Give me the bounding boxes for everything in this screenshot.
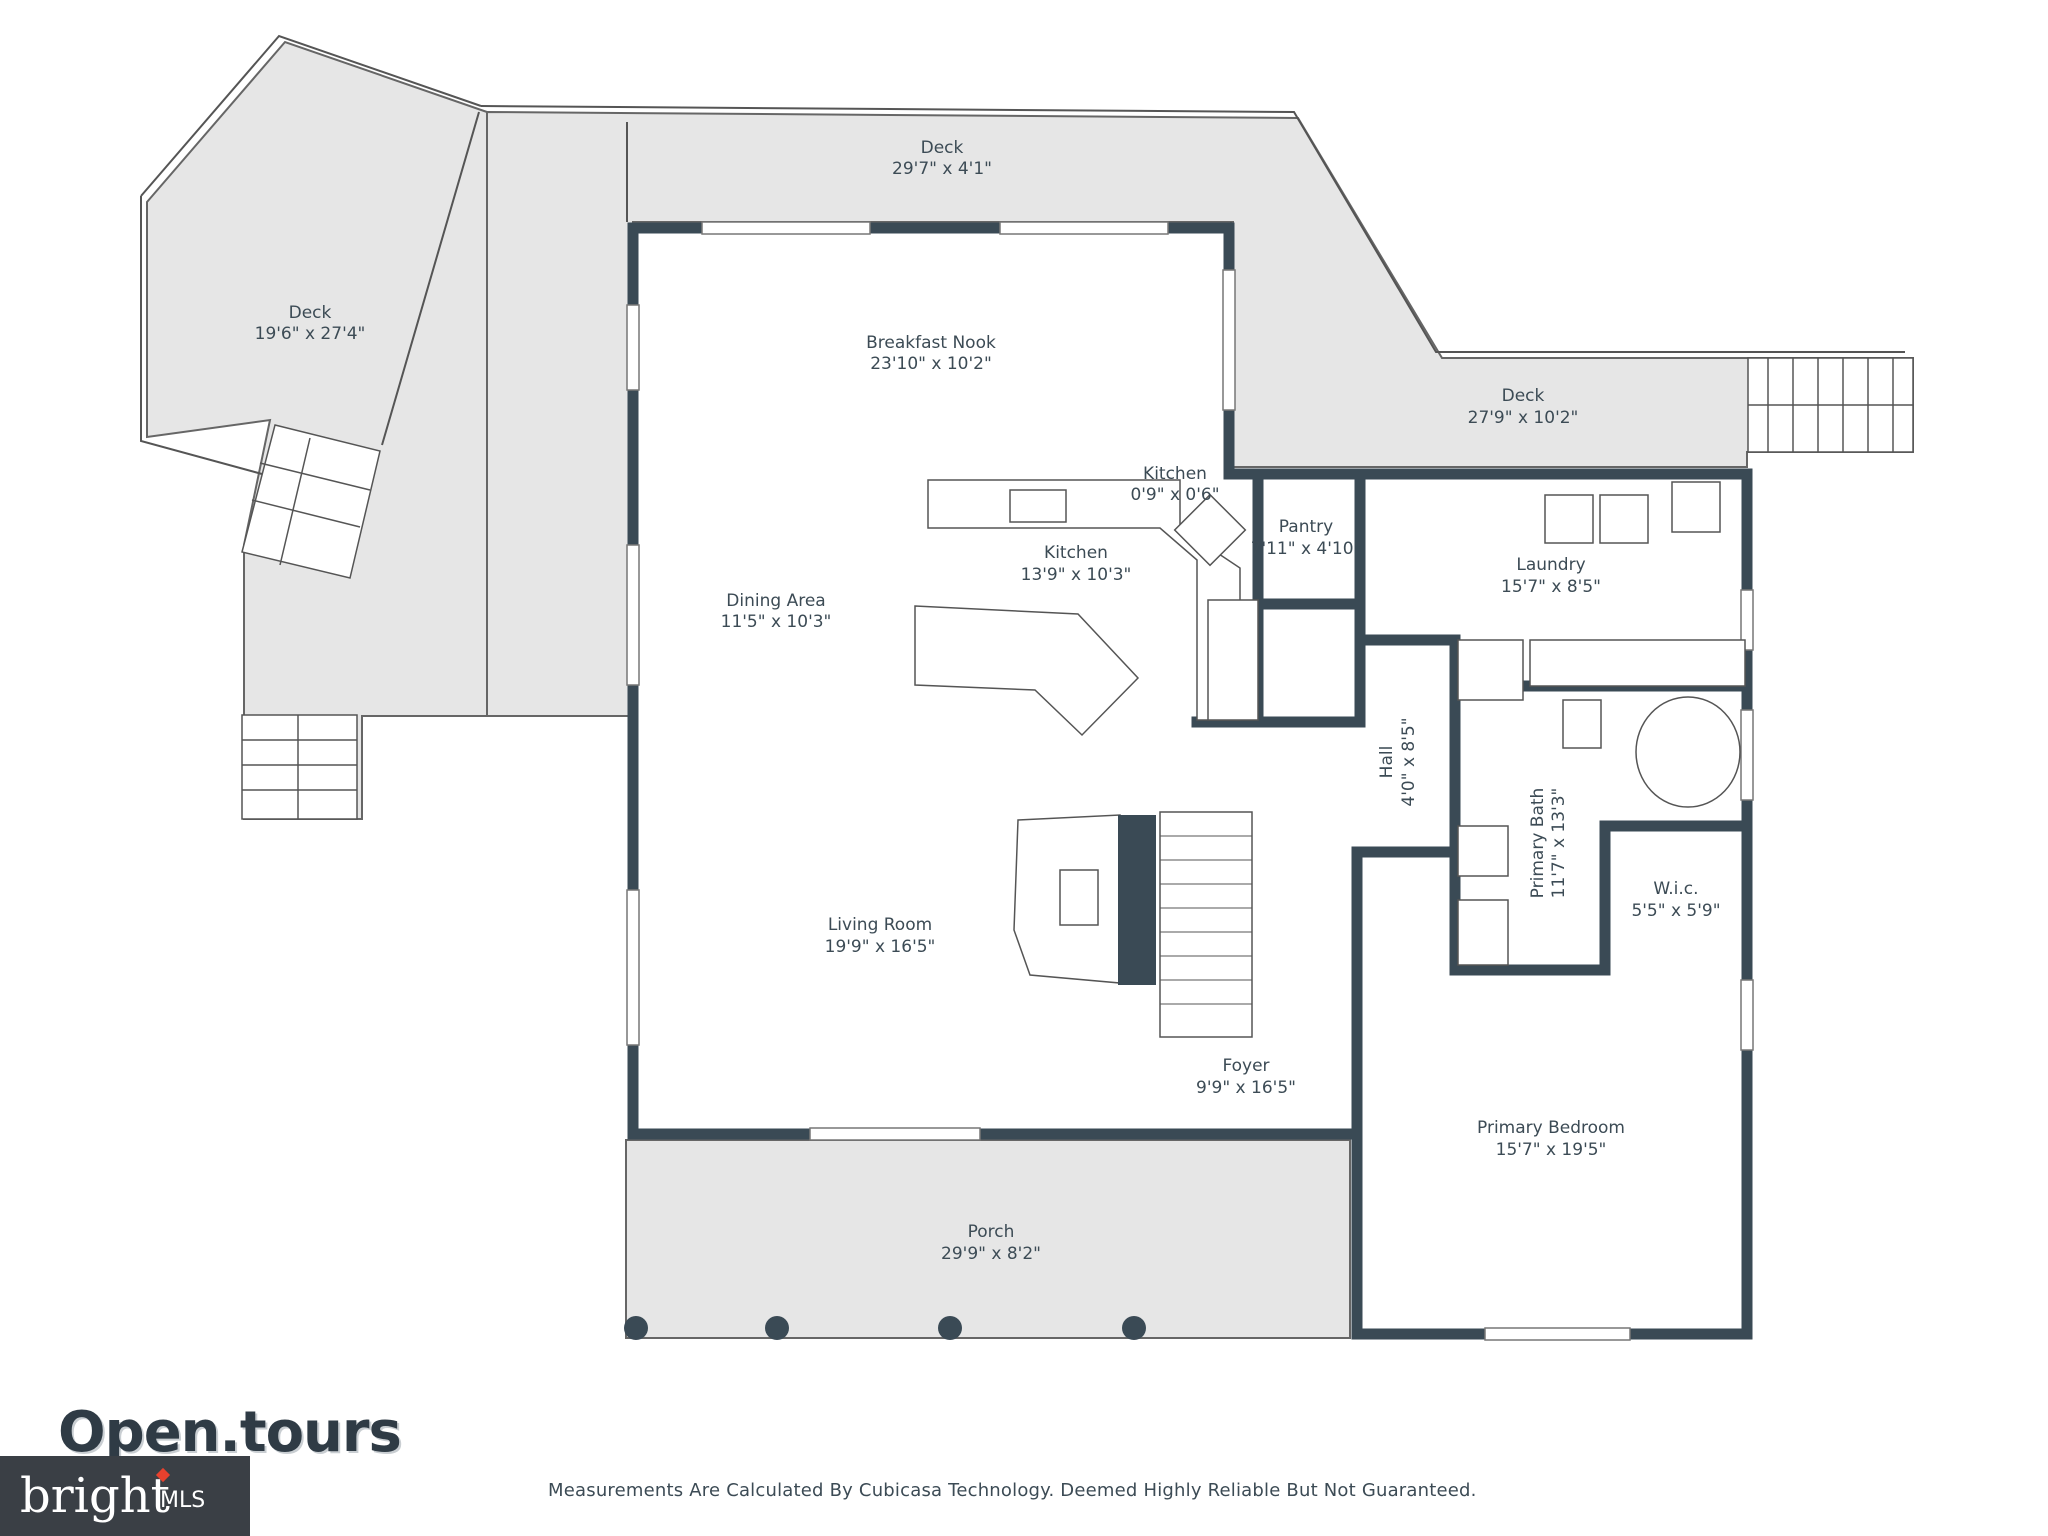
bright-logo-text: bright	[20, 1468, 170, 1524]
deck-left-shape	[146, 40, 488, 820]
label-deck-right-dim: 27'9" x 10'2"	[1468, 408, 1579, 428]
label-laundry-name: Laundry	[1516, 555, 1585, 575]
label-pantry-dim: 7'11" x 4'10"	[1251, 539, 1362, 559]
label-deck-top-name: Deck	[921, 138, 964, 158]
stair-left-lower	[241, 714, 358, 820]
measurement-disclaimer: Measurements Are Calculated By Cubicasa …	[548, 1480, 1477, 1501]
porch-posts	[624, 1316, 1146, 1340]
label-living-room-dim: 19'9" x 16'5"	[825, 937, 936, 957]
main-stairs	[1159, 811, 1253, 1038]
label-primary-bath-dim: 11'7" x 13'3"	[1549, 788, 1569, 899]
bath-fixtures	[1457, 481, 1746, 966]
label-primary-bath-name: Primary Bath	[1528, 788, 1548, 899]
label-laundry-dim: 15'7" x 8'5"	[1501, 577, 1601, 597]
label-kitchen-small-name: Kitchen	[1143, 464, 1207, 484]
label-primary-bedroom-name: Primary Bedroom	[1477, 1118, 1625, 1138]
label-porch-name: Porch	[968, 1222, 1015, 1242]
label-living-room-name: Living Room	[828, 915, 932, 935]
label-kitchen-dim: 13'9" x 10'3"	[1021, 565, 1132, 585]
label-foyer-name: Foyer	[1222, 1056, 1269, 1076]
label-breakfast-nook-dim: 23'10" x 10'2"	[870, 354, 992, 374]
label-deck-top-dim: 29'7" x 4'1"	[892, 159, 992, 179]
label-kitchen-name: Kitchen	[1044, 543, 1108, 563]
kitchen-island	[914, 605, 1140, 737]
label-deck-right-name: Deck	[1502, 386, 1545, 406]
windows	[626, 221, 1754, 1341]
label-hall-dim: 4'0" x 8'5"	[1399, 717, 1419, 806]
label-deck-left-name: Deck	[289, 303, 332, 323]
label-wic-name: W.i.c.	[1653, 879, 1698, 899]
label-pantry-name: Pantry	[1279, 517, 1333, 537]
room-labels: Deck 29'7" x 4'1" Deck 19'6" x 27'4" Dec…	[255, 138, 1721, 1264]
label-dining-name: Dining Area	[726, 591, 825, 611]
label-kitchen-small-dim: 0'9" x 0'6"	[1130, 485, 1219, 505]
stair-left-upper	[241, 424, 381, 579]
deck-stairs	[241, 357, 1914, 820]
bathtub	[1635, 696, 1741, 808]
label-porch-dim: 29'9" x 8'2"	[941, 1244, 1041, 1264]
kitchen-fixtures	[914, 479, 1259, 737]
label-primary-bedroom-dim: 15'7" x 19'5"	[1496, 1140, 1607, 1160]
wall-pantry	[1252, 468, 1366, 728]
label-wic-dim: 5'5" x 5'9"	[1631, 901, 1720, 921]
mls-logo-text: MLS	[160, 1488, 206, 1513]
wall-hall	[1354, 634, 1576, 976]
porch-shape	[625, 1139, 1351, 1339]
label-dining-dim: 11'5" x 10'3"	[721, 612, 832, 632]
open-tours-logo: Open.tours	[58, 1400, 402, 1465]
label-foyer-dim: 9'9" x 16'5"	[1196, 1078, 1296, 1098]
label-hall-name: Hall	[1377, 746, 1397, 779]
label-breakfast-nook-name: Breakfast Nook	[866, 333, 996, 353]
living-fixtures	[1013, 811, 1253, 1038]
label-deck-left-dim: 19'6" x 27'4"	[255, 324, 366, 344]
fireplace	[1118, 815, 1156, 985]
bright-mls-logo: bright MLS	[0, 1456, 250, 1536]
wall-outer-left	[627, 222, 1363, 1140]
